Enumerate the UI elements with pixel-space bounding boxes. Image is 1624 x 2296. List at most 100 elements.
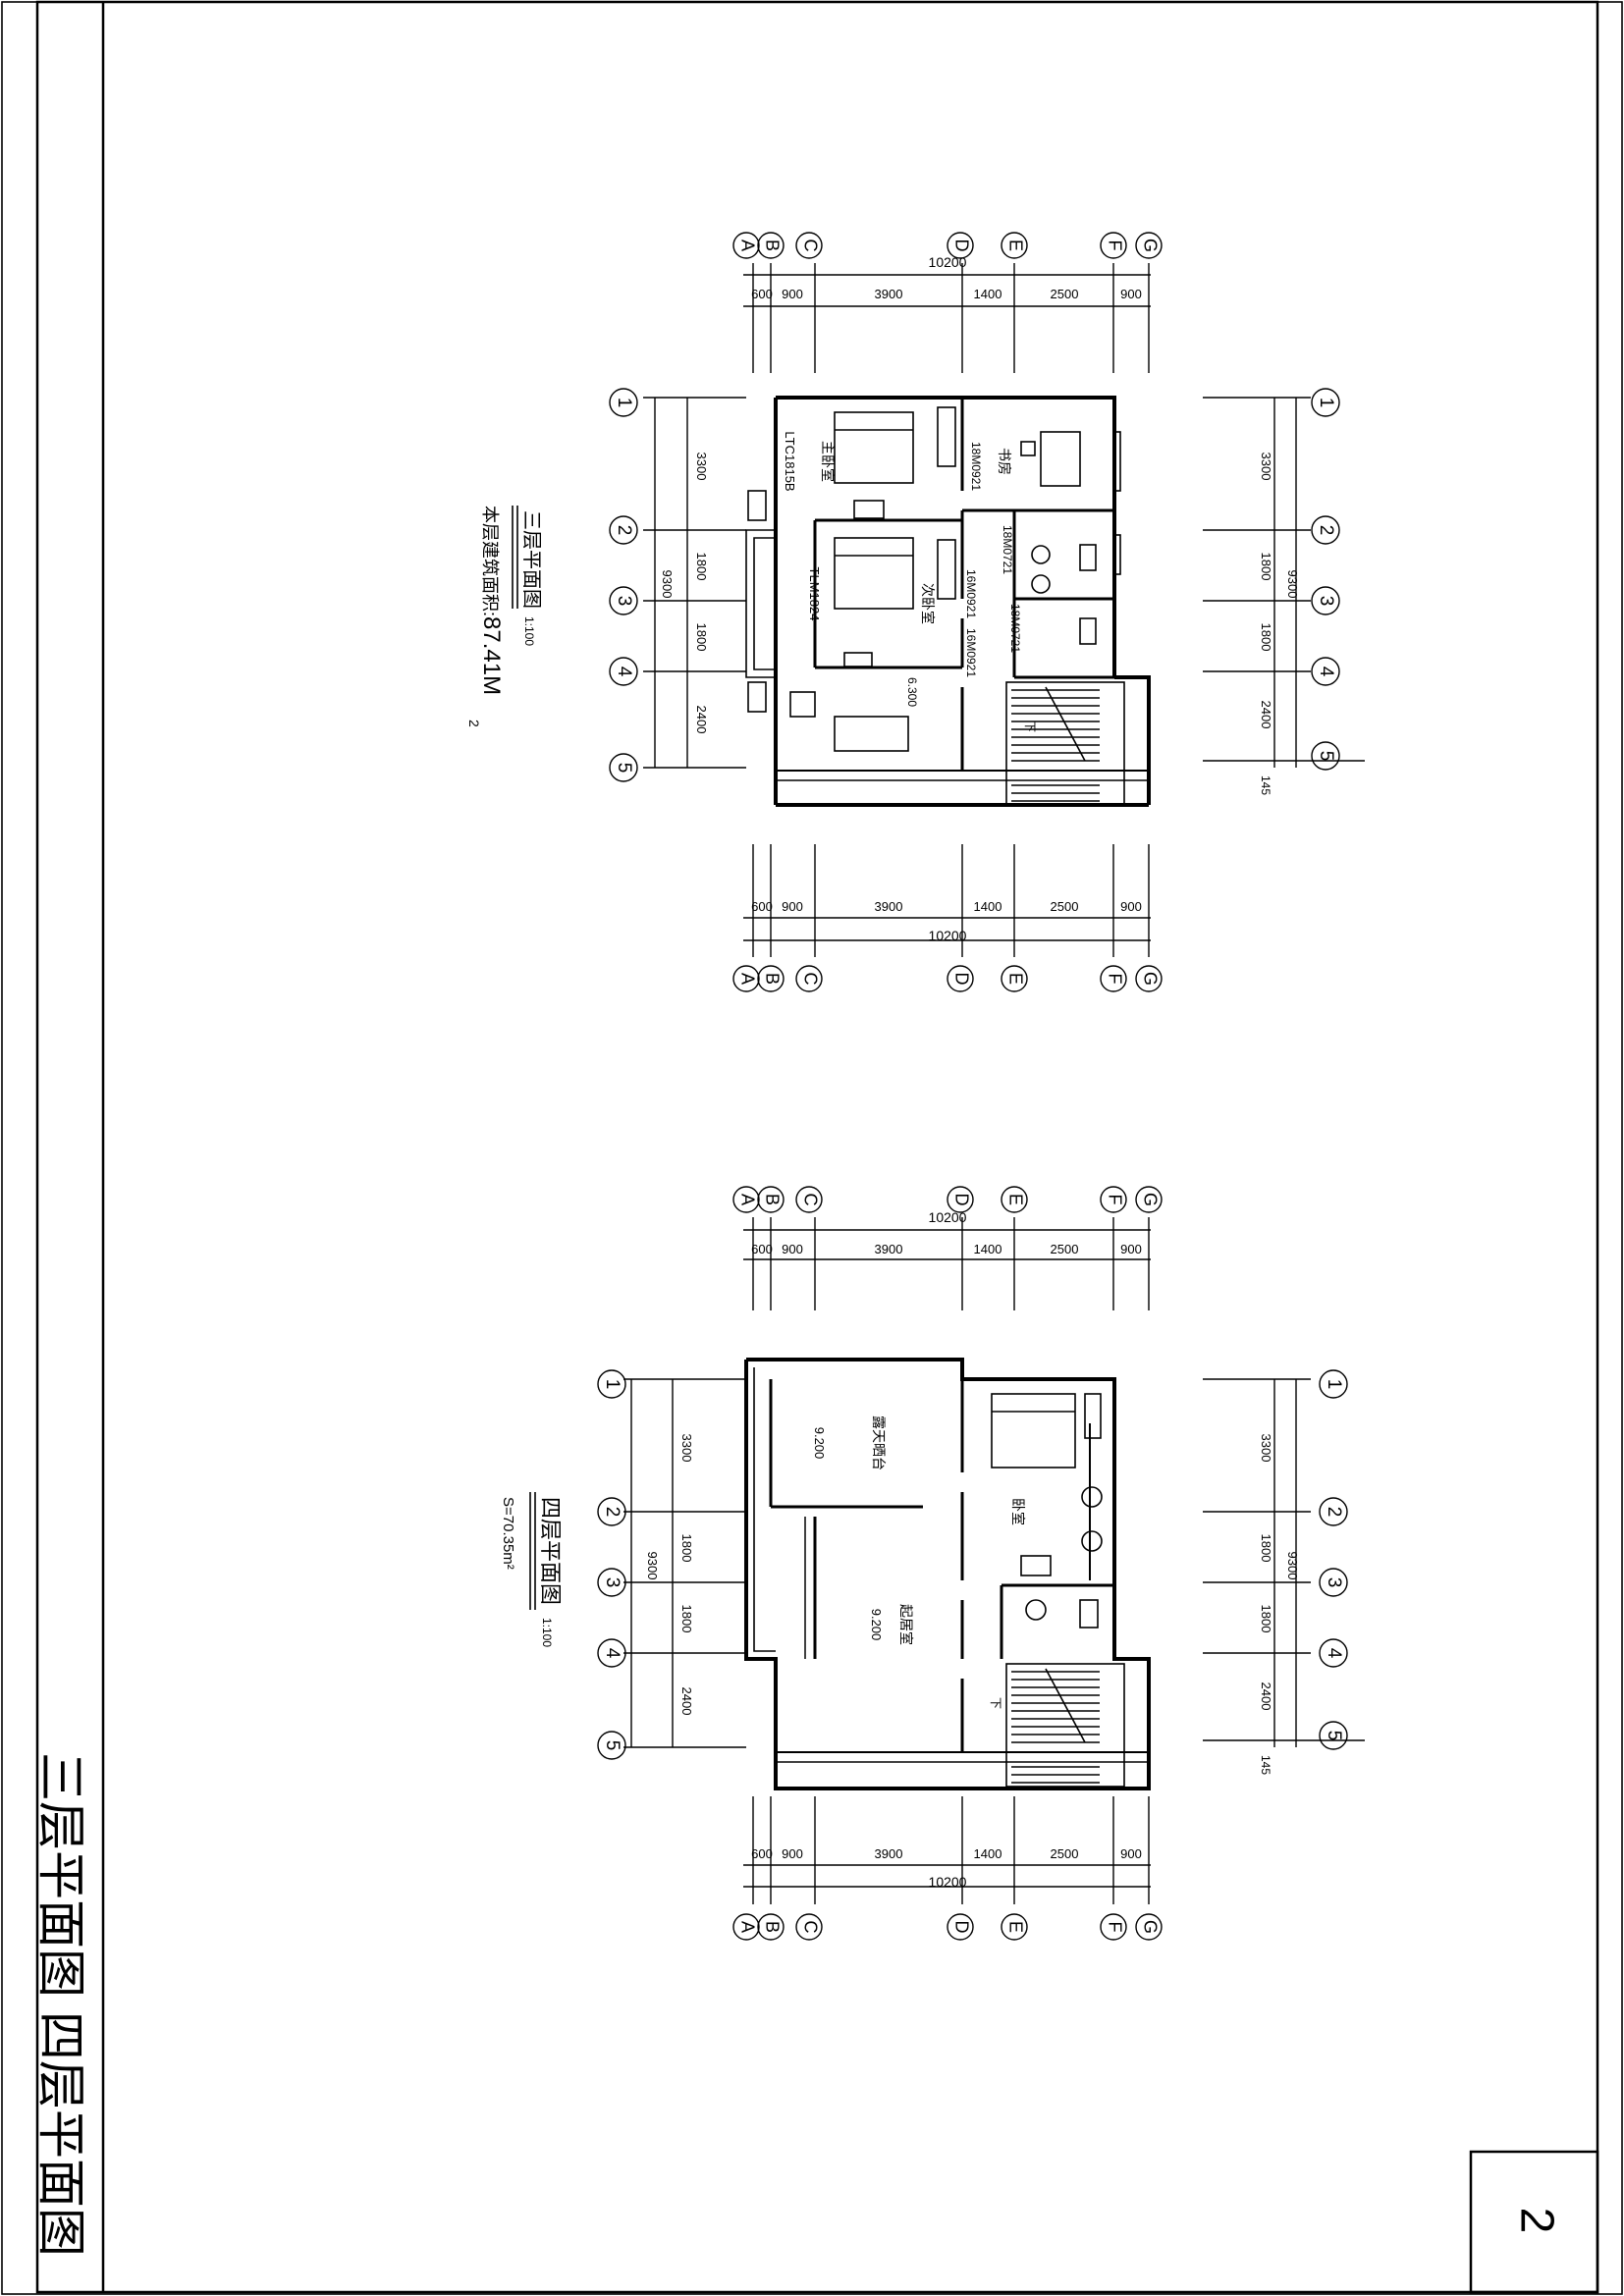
dim-text: 3900: [875, 899, 903, 914]
dim-text: 600: [751, 1242, 773, 1256]
sheet-title: 三层平面图 四层平面图: [33, 1752, 88, 2257]
dim-text: 900: [1120, 1242, 1142, 1256]
area-text: S=70.35m²: [500, 1497, 516, 1570]
bed-second: [834, 537, 914, 610]
axis-bubble-d: [947, 232, 974, 259]
dim-text: 1800: [1259, 553, 1273, 581]
dim-total: 10200: [929, 254, 967, 270]
fourth-floor-plan: A B C D E F G 10200 600 900 3900 1400 25…: [500, 1186, 1365, 1941]
dim-text: 3900: [875, 287, 903, 301]
bed-master: [834, 411, 914, 484]
axis-label: 3: [602, 1577, 623, 1588]
axis-label: 3: [1316, 596, 1336, 607]
area-value: 87.41M: [478, 616, 505, 695]
dim-text: 1400: [974, 1846, 1002, 1861]
axis-bubble-g: [1135, 232, 1163, 259]
axis-label: 3: [614, 596, 634, 607]
toilet: [1031, 545, 1051, 564]
room-label: 起居室: [898, 1604, 914, 1645]
stair-down-tag: 下: [1023, 721, 1037, 732]
elevation-tag: 9.200: [812, 1427, 827, 1460]
dim-text: 900: [1120, 899, 1142, 914]
axis-label: E: [1005, 240, 1025, 251]
room-label: 主卧室: [820, 441, 836, 482]
room-label: 书房: [997, 448, 1012, 475]
axis-label: G: [1140, 972, 1160, 986]
dim-text: 1800: [679, 1534, 694, 1563]
plan-title: 三层平面图: [520, 510, 542, 609]
dim-text: 2500: [1051, 1242, 1079, 1256]
right-number-axes-4f: 1 2 3 4 5 9300 3300 1800 1800 2400 145: [1203, 1369, 1365, 1775]
dim-total: 9300: [645, 1552, 660, 1580]
area-label-text: 本层建筑面积:: [480, 506, 500, 616]
elevation-tag: 6.300: [905, 677, 919, 707]
stair-3f: [1005, 681, 1125, 806]
dim-text: 900: [1120, 287, 1142, 301]
dim-total: 10200: [929, 928, 967, 943]
dim-text: 2500: [1051, 1846, 1079, 1861]
window-tag: LTC1815B: [783, 431, 797, 491]
sofa: [834, 716, 909, 752]
axis-label: A: [737, 1921, 757, 1933]
dim-text: 3900: [875, 1846, 903, 1861]
dim-text: 3300: [1259, 453, 1273, 481]
door-tag: 18M0721: [1001, 525, 1014, 574]
area-label: 本层建筑面积:87.41M: [478, 506, 505, 695]
dim-text: 1800: [1259, 1534, 1273, 1563]
dim-text: 1400: [974, 287, 1002, 301]
dim-total: 9300: [1285, 570, 1300, 599]
axis-label: E: [1005, 973, 1025, 985]
door-tag: 18M0921: [969, 442, 983, 491]
dim-text: 1400: [974, 1242, 1002, 1256]
axis-label: 4: [1324, 1648, 1344, 1659]
right-number-axes-3f: 1 2 3 4 5 9300 3300 1800 1800 2400 145: [1203, 388, 1365, 795]
dim-total: 10200: [929, 1209, 967, 1225]
dim-text: 2400: [679, 1687, 694, 1716]
axis-label: C: [800, 1194, 820, 1206]
bottom-letter-axes-4f: A B C D E F G 10200 600 900 3900 1400 25…: [732, 1796, 1163, 1941]
left-number-axes-4f: 1 2 3 4 5 9300 3300 1800 1800 2400: [597, 1369, 746, 1760]
stair-down-tag: 下: [989, 1697, 1002, 1709]
axis-label: B: [762, 1194, 782, 1205]
door-tag: 16M0921: [964, 569, 978, 618]
dim-text: 900: [782, 1242, 803, 1256]
axis-label: D: [951, 1921, 971, 1934]
axis-label: 5: [1324, 1731, 1344, 1741]
room-label: 露天晒台: [871, 1415, 887, 1470]
axis-bubble-e: [1001, 232, 1028, 259]
axis-label: C: [800, 973, 820, 986]
axis-label: A: [737, 240, 757, 251]
axis-label: A: [737, 973, 757, 985]
dim-text: 3300: [1259, 1434, 1273, 1463]
dim-text: 1800: [1259, 1605, 1273, 1633]
dim-text: 900: [782, 1846, 803, 1861]
furniture-3f: [789, 406, 1097, 752]
wardrobe: [937, 406, 956, 467]
dim-total: 10200: [929, 1874, 967, 1890]
plan-scale: 1:100: [540, 1618, 554, 1647]
axis-label: D: [951, 240, 971, 252]
dim-total: 9300: [1285, 1552, 1300, 1580]
axis-label: F: [1105, 240, 1124, 251]
plan-title: 四层平面图: [538, 1497, 563, 1605]
plan3-title: 三层平面图 1:100 本层建筑面积:87.41M 2: [466, 506, 542, 727]
left-number-axes-3f: 1 2 3 4 5 9300 3300 1800 1800 2400: [609, 388, 746, 782]
axis-label: B: [762, 973, 782, 985]
furniture-4f: [991, 1393, 1103, 1629]
dim-text: 900: [782, 287, 803, 301]
axis-label: F: [1105, 974, 1124, 985]
axis-label: G: [1140, 1193, 1160, 1206]
elevation-tag: 9.200: [869, 1609, 884, 1641]
walls-4f: [744, 1358, 1151, 1790]
axis-label: D: [951, 1194, 971, 1206]
axis-label: E: [1005, 1194, 1025, 1205]
axis-label: B: [762, 240, 782, 251]
axis-bubble-b: [757, 232, 785, 259]
axis-label: 2: [602, 1507, 623, 1518]
axis-label: 2: [1316, 525, 1336, 536]
axis-label: 5: [614, 763, 634, 774]
axis-label: E: [1005, 1921, 1025, 1933]
door-tag: TLM1824: [807, 567, 822, 621]
axis-label: F: [1105, 1922, 1124, 1933]
